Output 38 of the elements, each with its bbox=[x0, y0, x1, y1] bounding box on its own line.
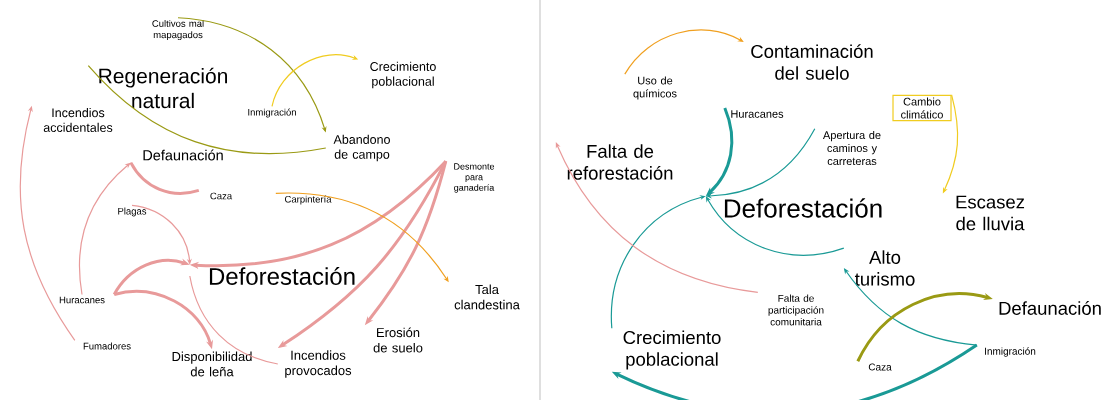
arrow bbox=[78, 162, 131, 296]
arrow bbox=[555, 142, 759, 293]
factor-label: Abandono de campo bbox=[333, 134, 390, 162]
factor-label: Huracanes bbox=[59, 296, 105, 304]
factor-label: Incendios accidentales bbox=[43, 108, 113, 132]
factor-label: Erosión de suelo bbox=[373, 327, 423, 353]
factor-label: Alto turismo bbox=[854, 250, 915, 286]
factor-label: Disponibilidad de leña bbox=[172, 351, 252, 377]
arrow bbox=[131, 204, 192, 265]
arrow bbox=[610, 195, 706, 329]
factor-label: Fumadores bbox=[83, 342, 131, 350]
factor-label: Apertura de caminos y carreteras bbox=[823, 130, 881, 166]
factor-label: Cultivos mal mapagados bbox=[152, 19, 204, 41]
factor-label: Inmigración bbox=[248, 108, 296, 118]
factor-label: Carpintería bbox=[285, 195, 332, 205]
factor-label: Escasez de lluvia bbox=[956, 195, 1025, 231]
factor-label: Deforestación bbox=[724, 198, 882, 218]
factor-label: Falta de participación comunitaria bbox=[768, 294, 824, 326]
factor-label: Plagas bbox=[118, 207, 147, 217]
boxed-label: Cambio climático bbox=[892, 94, 952, 122]
factor-label: Caza bbox=[210, 192, 233, 200]
arrow bbox=[624, 29, 744, 75]
factor-label: Defaunación bbox=[143, 149, 223, 161]
factor-label: Uso de químicos bbox=[633, 76, 677, 100]
factor-label: Falta de reforestación bbox=[567, 144, 673, 180]
factor-label: Desmonte para ganadería bbox=[454, 163, 495, 193]
factor-label: Crecimiento poblacional bbox=[370, 61, 436, 89]
factor-label: Incendios provocados bbox=[285, 350, 352, 378]
factor-label: Crecimiento poblacional bbox=[623, 330, 721, 370]
factor-label: Regeneración natural bbox=[99, 67, 227, 109]
factor-label: Contaminación del suelo bbox=[751, 44, 873, 80]
arrow bbox=[705, 196, 845, 256]
factor-label: Inmigración bbox=[985, 347, 1036, 357]
factor-label: Caza bbox=[868, 363, 892, 371]
factor-label: Defaunación bbox=[999, 301, 1101, 315]
factor-label: Tala clandestina bbox=[454, 284, 520, 310]
factor-label: Huracanes bbox=[731, 110, 784, 118]
factor-label: Deforestación bbox=[209, 267, 355, 285]
